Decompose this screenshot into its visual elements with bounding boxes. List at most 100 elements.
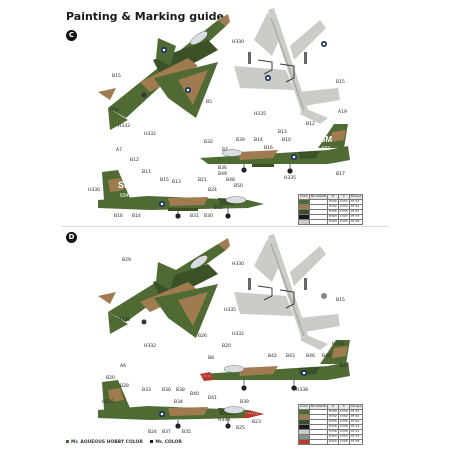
callout-label: B34 [174,400,183,405]
callout-label: H330 [232,40,244,45]
callout-label: B13 [172,180,181,185]
callout-label: B14 [132,214,141,219]
color-table-cell: H309 [326,219,339,225]
paint-legend: Mr. AQUEOUS HOBBY COLOR Mr. COLOR [66,440,182,445]
callout-label: B15 [336,80,345,85]
d-side-view-left-aircraft [98,380,264,429]
callout-label: B15 [160,178,169,183]
callout-label: B47 [340,364,349,369]
callout-label: H332 [144,132,156,137]
callout-label: B44 [322,354,331,359]
callout-label: B42 [268,354,277,359]
callout-label: H332 [144,344,156,349]
section-d-badge: D [66,232,77,243]
callout-label: B7 [222,148,228,153]
callout-label: B10 [282,138,291,143]
color-swatch [298,219,310,225]
callout-label: B29 [122,258,131,263]
callout-label: H335 [224,308,236,313]
brand-mrcolor-label: Mr. COLOR [155,440,182,445]
page-title: Painting & Marking guide [66,10,225,23]
c-side-view-left-aircraft: SM 634 [98,170,264,219]
callout-label: B14 [254,138,263,143]
aqueous-color-square [66,440,69,443]
color-swatch [298,439,310,445]
callout-label: A7 [116,148,122,153]
callout-label: B33 [142,388,151,393]
c-top-view-aircraft [98,14,230,130]
callout-label: B26 [198,334,207,339]
callout-label: B20 [222,344,231,349]
svg-text:SM: SM [118,180,132,190]
color-table-cell: C309 [337,439,350,445]
callout-label: H336 [332,342,344,347]
d-top-view-aircraft [98,238,230,338]
section-c-badge: C [66,30,77,41]
svg-text:SM: SM [320,135,332,144]
callout-label: B43 [286,354,295,359]
callout-label: B48 [226,178,235,183]
callout-label: B21 [198,178,207,183]
color-table-cell: C309 [337,219,350,225]
callout-label: B31 [190,214,199,219]
callout-label: B16 [110,108,119,113]
callout-label: B15 [112,74,121,79]
color-table-cell [308,439,328,445]
callout-label: A19 [338,110,347,115]
callout-label: B49 [218,172,227,177]
callout-label: H338 [218,418,230,423]
svg-text:634: 634 [120,193,129,199]
callout-label: B41 [208,396,217,401]
callout-label: H330 [102,400,114,405]
color-table-cell: XF-58 [348,439,364,445]
callout-label: H332 [118,124,130,129]
callout-label: H338 [296,388,308,393]
callout-label: H338 [118,318,130,323]
color-table-cell: H309 [326,439,339,445]
callout-label: B40 [190,392,199,397]
callout-label: B17 [336,172,345,177]
callout-label: B30 [162,388,171,393]
callout-label: B39 [236,138,245,143]
callout-label: B46 [306,354,315,359]
callout-label: B15 [336,298,345,303]
d-side-view-right-aircraft [200,340,350,391]
callout-label: H330 [232,262,244,267]
callout-label: H332 [232,332,244,337]
color-table-cell [308,219,328,225]
callout-label: B36 [218,166,227,171]
brand-aqueous-label: Mr. AQUEOUS HOBBY COLOR [71,440,143,445]
d-bottom-view-aircraft [234,234,340,350]
instruction-page: Painting & Marking guide C D [58,0,393,450]
callout-label: B32 [204,140,213,145]
callout-label: H335 [284,176,296,181]
callout-label: B39 [240,400,249,405]
callout-label: B24 [148,430,157,435]
callout-label: B5 [206,100,212,105]
callout-label: B28 [120,384,129,389]
section-divider [62,226,389,227]
c-side-view-right-aircraft: SM 634 [200,124,350,174]
mr-color-square [150,440,154,443]
callout-label: A6 [120,364,126,369]
callout-label: B35 [182,430,191,435]
c-bottom-view-aircraft [234,8,340,124]
callout-label: B8 [208,356,214,361]
callout-label: B23 [252,420,261,425]
callout-label: B50 [234,184,243,189]
callout-label: B25 [236,426,245,431]
callout-label: B24 [208,188,217,193]
callout-label: B13 [278,130,287,135]
callout-label: B12 [130,158,139,163]
aircraft-artwork: SM 634 SM 634 [98,8,350,429]
callout-label: B33 [214,206,223,211]
callout-label: B11 [142,170,151,175]
